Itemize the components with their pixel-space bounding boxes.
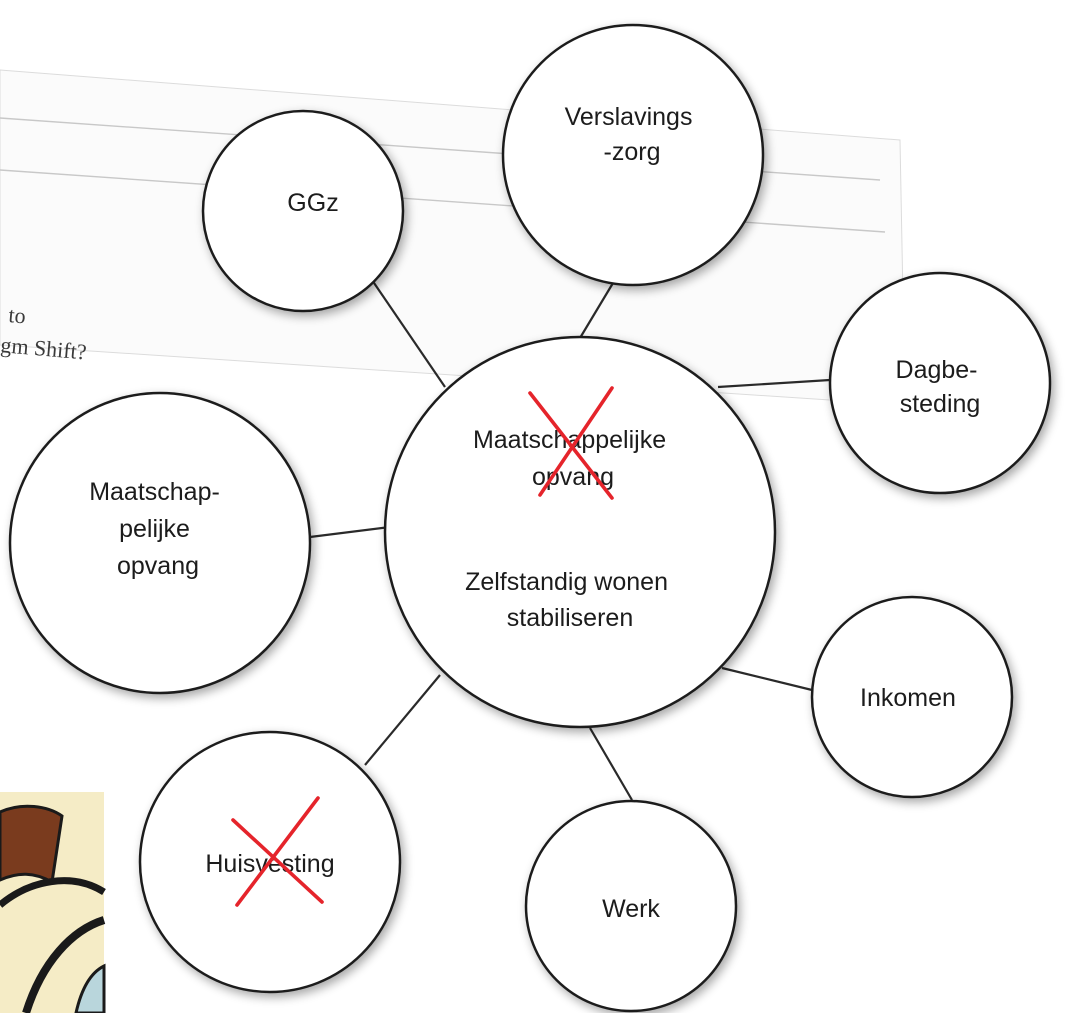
connector-werk bbox=[589, 727, 633, 801]
node-inkomen: Inkomen bbox=[810, 595, 1014, 799]
comic-fragment bbox=[0, 792, 106, 1013]
huisvesting-cross-icon bbox=[231, 796, 324, 907]
connectors bbox=[309, 257, 831, 801]
paper-text-line-1: to bbox=[8, 302, 27, 328]
center-crossed-label: Maatschappelijke opvang bbox=[473, 426, 673, 491]
node-werk: Werk bbox=[524, 799, 738, 1013]
connector-huisvesting bbox=[364, 674, 441, 766]
node-maatschappelijke-opvang-label: Maatschap- pelijke opvang bbox=[89, 478, 227, 580]
connector-inkomen bbox=[721, 666, 813, 692]
node-ggz: GGz bbox=[201, 109, 405, 313]
node-inkomen-label: Inkomen bbox=[860, 684, 956, 712]
node-werk-label: Werk bbox=[602, 895, 660, 923]
connector-maatschappelijke-opvang bbox=[309, 525, 391, 539]
node-dagbesteding-label: Dagbe- steding bbox=[896, 356, 985, 418]
node-huisvesting: Huisvesting bbox=[138, 730, 402, 994]
node-verslavingszorg: Verslavings -zorg bbox=[501, 23, 765, 287]
center-label: Zelfstandig wonen stabiliseren bbox=[465, 568, 675, 632]
node-dagbesteding: Dagbe- steding bbox=[828, 271, 1052, 495]
connector-ggz bbox=[371, 279, 446, 388]
node-verslavingszorg-label: Verslavings -zorg bbox=[565, 103, 700, 166]
paper-fragment: to gm Shift? bbox=[0, 69, 906, 406]
connector-dagbesteding bbox=[717, 378, 831, 389]
node-maatschappelijke-opvang: Maatschap- pelijke opvang bbox=[8, 391, 312, 695]
node-center: Maatschappelijke opvang Zelfstandig wone… bbox=[383, 335, 777, 729]
node-ggz-label: GGz bbox=[287, 189, 338, 217]
center-cross-icon bbox=[528, 386, 614, 500]
